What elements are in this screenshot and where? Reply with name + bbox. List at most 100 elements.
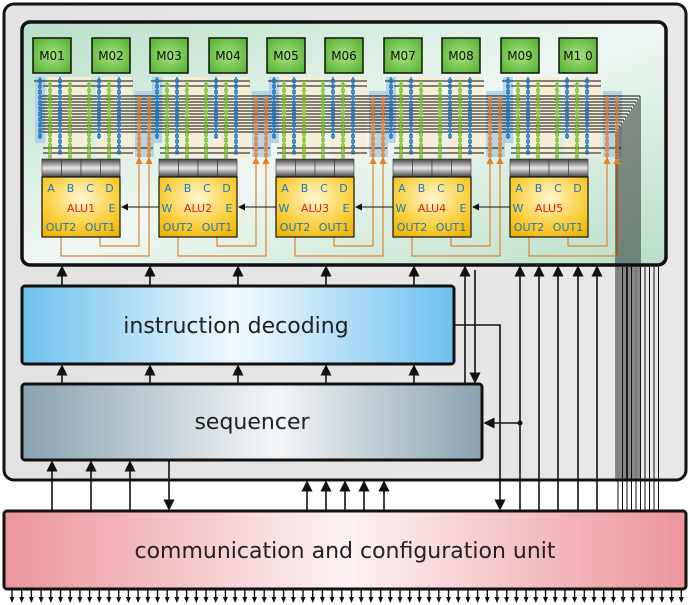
switch-point <box>488 109 492 113</box>
io-pin <box>581 590 587 603</box>
switch-point <box>302 154 306 159</box>
switch-point <box>234 84 238 89</box>
switch-point <box>137 125 141 130</box>
switch-point <box>147 136 151 141</box>
io-pin <box>601 590 607 603</box>
switch-point <box>155 117 159 122</box>
io-pin <box>504 590 510 603</box>
switch-point <box>585 106 589 111</box>
switch-point <box>516 110 520 115</box>
switch-point <box>107 83 111 87</box>
switch-point <box>185 116 189 120</box>
switch-point <box>526 90 530 94</box>
switch-point <box>536 149 540 153</box>
switch-point <box>575 116 579 120</box>
switch-point <box>419 138 423 142</box>
switch-point <box>38 117 42 122</box>
switch-point <box>565 134 569 138</box>
switch-point <box>117 90 121 94</box>
switch-point <box>381 136 385 141</box>
switch-point <box>204 99 208 104</box>
memory-block: M01 <box>32 37 72 74</box>
memory-block: M06 <box>324 37 364 74</box>
switch-point <box>224 99 228 104</box>
switch-point <box>516 116 520 120</box>
switch-point <box>506 84 510 89</box>
io-pin <box>19 590 25 603</box>
switch-point <box>302 116 306 120</box>
memory-block: M1 0 <box>558 37 598 74</box>
switch-point <box>498 142 502 146</box>
switch-point <box>107 94 111 98</box>
switch-point <box>458 132 462 137</box>
switch-point <box>117 79 121 83</box>
switch-point <box>605 98 609 102</box>
switch-point <box>565 95 569 100</box>
switch-point <box>292 101 296 105</box>
switch-point <box>498 153 502 157</box>
switch-point <box>264 142 268 146</box>
switch-point <box>204 116 208 120</box>
switch-point <box>254 131 258 135</box>
switch-point <box>272 90 276 94</box>
switch-point <box>58 134 62 138</box>
switch-point <box>488 147 492 152</box>
switch-point <box>204 94 208 98</box>
switch-point <box>331 95 335 100</box>
switch-point <box>399 88 403 93</box>
io-pin <box>630 590 636 603</box>
switch-point <box>48 99 52 104</box>
switch-point <box>555 127 559 131</box>
switch-point <box>615 109 619 113</box>
switch-point <box>185 105 189 109</box>
switch-point <box>165 132 169 137</box>
memory-label: M04 <box>215 49 241 63</box>
switch-point <box>458 121 462 126</box>
switch-point <box>214 101 218 105</box>
io-pin <box>339 590 345 603</box>
alu-output-wire <box>99 156 143 247</box>
switch-point <box>68 149 72 153</box>
switch-point <box>155 90 159 94</box>
switch-point <box>58 95 62 100</box>
switch-point <box>38 84 42 89</box>
switch-point <box>488 153 492 157</box>
switch-point <box>389 84 393 89</box>
memory-label: M08 <box>448 49 474 63</box>
switch-point <box>87 154 91 159</box>
switch-point <box>97 128 101 133</box>
switch-point <box>341 110 345 115</box>
io-pin <box>610 590 616 603</box>
switch-point <box>371 136 375 141</box>
switch-point <box>575 94 579 98</box>
io-pin <box>310 590 316 603</box>
io-pin <box>164 590 170 603</box>
alu-input-port: B <box>67 182 75 195</box>
switch-point <box>458 88 462 93</box>
switch-point <box>555 105 559 109</box>
io-pin <box>387 590 393 603</box>
switch-point <box>565 117 569 122</box>
switch-point <box>147 147 151 152</box>
switch-point <box>506 90 510 94</box>
switch-point <box>87 149 91 153</box>
switch-point <box>575 149 579 153</box>
switch-point <box>341 132 345 137</box>
switch-point <box>165 127 169 131</box>
switch-point <box>448 128 452 133</box>
switch-point <box>389 117 393 122</box>
io-pin <box>77 590 83 603</box>
io-pin <box>222 590 228 603</box>
switch-point <box>321 127 325 131</box>
switch-point <box>302 132 306 137</box>
switch-point <box>282 88 286 93</box>
switch-point <box>282 127 286 131</box>
switch-point <box>488 142 492 146</box>
switch-point <box>292 106 296 111</box>
alu-input-port: A <box>164 182 172 195</box>
switch-point <box>185 121 189 126</box>
switch-point <box>264 120 268 124</box>
switch-point <box>526 128 530 133</box>
io-pin <box>242 590 248 603</box>
switch-point <box>458 116 462 120</box>
